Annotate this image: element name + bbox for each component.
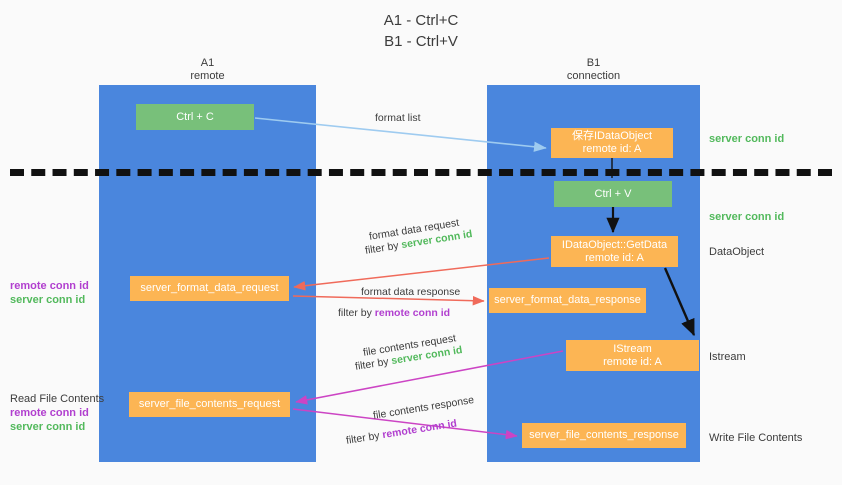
box-server-file-contents-response[interactable]: server_file_contents_response (522, 423, 686, 448)
box-ctrl-c[interactable]: Ctrl + C (136, 104, 254, 130)
box-ctrl-v[interactable]: Ctrl + V (554, 181, 672, 207)
box-istream[interactable]: IStream remote id: A (566, 340, 699, 371)
label-file-contents-response: file contents response (372, 394, 475, 422)
filter-value-remote-conn-id: remote conn id (381, 417, 458, 442)
box-idataobject-getdata[interactable]: IDataObject::GetData remote id: A (551, 236, 678, 267)
label-format-data-response: format data response (361, 286, 461, 298)
filter-prefix: filter by (345, 429, 384, 447)
lane-b1-header: B1 connection (566, 57, 621, 82)
label-file-contents-response-filter: filter by remote conn id (345, 416, 458, 447)
annotation-istream: Istream (709, 351, 746, 363)
annotation-read-file-contents: Read File Contents (10, 393, 105, 405)
label-format-list: format list (375, 112, 421, 124)
box-server-format-data-request[interactable]: server_format_data_request (130, 276, 289, 301)
box-server-file-contents-request[interactable]: server_file_contents_request (129, 392, 290, 417)
annotation-server-conn-id: server conn id (10, 421, 86, 433)
filter-prefix: filter by (354, 355, 393, 373)
annotation-server-conn-id-top: server conn id (709, 133, 785, 145)
annotation-remote-conn-id: remote conn id (10, 280, 89, 292)
box-server-format-data-response[interactable]: server_format_data_response (489, 288, 646, 313)
lane-a1-header: A1 remote (190, 57, 225, 82)
box-save-idataobject[interactable]: 保存IDataObject remote id: A (551, 128, 673, 158)
annotation-group-format-data: remote conn id server conn id (10, 279, 89, 307)
phase-divider (10, 169, 832, 176)
annotation-group-read-file-contents: Read File Contents remote conn id server… (10, 392, 104, 434)
annotation-server-conn-id: server conn id (10, 294, 86, 306)
annotation-dataobject: DataObject (709, 246, 765, 258)
page-title: A1 - Ctrl+C B1 - Ctrl+V (383, 12, 459, 50)
label-format-data-response-filter: filter by remote conn id (338, 306, 450, 320)
annotation-write-file-contents: Write File Contents (709, 432, 803, 444)
annotation-server-conn-id-mid: server conn id (709, 211, 785, 223)
filter-value-remote-conn-id: remote conn id (374, 307, 451, 319)
filter-prefix: filter by (338, 307, 375, 319)
annotation-remote-conn-id: remote conn id (10, 407, 89, 419)
